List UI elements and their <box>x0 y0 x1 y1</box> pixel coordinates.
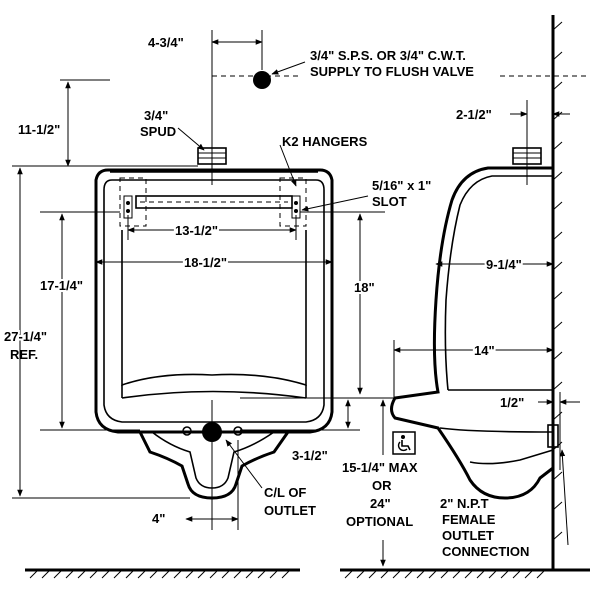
urinal-side-view <box>340 100 559 500</box>
label-hanger-spacing: 13-1/2" <box>175 223 218 238</box>
urinal-front-view <box>94 30 334 530</box>
label-height-to-rim: 17-1/4" <box>40 278 83 293</box>
label-spud: SPUD <box>140 124 176 139</box>
dimension-lines-side <box>380 111 580 567</box>
label-slot-size: 5/16" x 1" <box>372 178 431 193</box>
label-hanger-to-rim: 18" <box>354 280 375 295</box>
label-wall-to-outlet: 1/2" <box>500 395 524 410</box>
label-rim-height-1: 15-1/4" MAX <box>342 460 418 475</box>
label-rim-height-4: OPTIONAL <box>346 514 413 529</box>
label-outlet-cl-2: OUTLET <box>264 503 316 518</box>
label-outlet-offset: 3-1/2" <box>292 448 328 463</box>
label-slot: SLOT <box>372 194 407 209</box>
label-outlet-cl-1: C/L OF <box>264 485 306 500</box>
label-side-depth-top: 9-1/4" <box>486 257 522 272</box>
label-outlet-conn-3: OUTLET <box>442 528 494 543</box>
label-outlet-conn-2: FEMALE <box>442 512 496 527</box>
label-supply-line2: SUPPLY TO FLUSH VALVE <box>310 64 474 79</box>
label-side-depth: 14" <box>474 343 495 358</box>
outlet-hole <box>202 422 222 442</box>
label-supply-line1: 3/4" S.P.S. OR 3/4" C.W.T. <box>310 48 466 63</box>
label-supply-offset: 4-3/4" <box>148 35 184 50</box>
label-overall-width: 18-1/2" <box>184 255 227 270</box>
accessibility-icon <box>392 431 416 455</box>
supply-pipe-symbol <box>253 71 271 89</box>
label-outlet-width: 4" <box>152 511 165 526</box>
dimension-lines-front <box>12 39 385 530</box>
label-supply-height: 11-1/2" <box>18 122 60 137</box>
wall <box>500 15 590 570</box>
label-hangers: K2 HANGERS <box>282 134 368 149</box>
label-overall-height: 27-1/4" <box>4 329 47 344</box>
label-outlet-conn-4: CONNECTION <box>442 544 529 559</box>
label-overall-height-ref: REF. <box>10 347 38 362</box>
label-rim-height-2: OR <box>372 478 392 493</box>
floor <box>25 568 590 579</box>
label-rim-height-3: 24" <box>370 496 391 511</box>
label-outlet-conn-1: 2" N.P.T <box>440 496 489 511</box>
label-spud-size: 3/4" <box>144 108 168 123</box>
label-wall-to-spud: 2-1/2" <box>456 107 492 122</box>
